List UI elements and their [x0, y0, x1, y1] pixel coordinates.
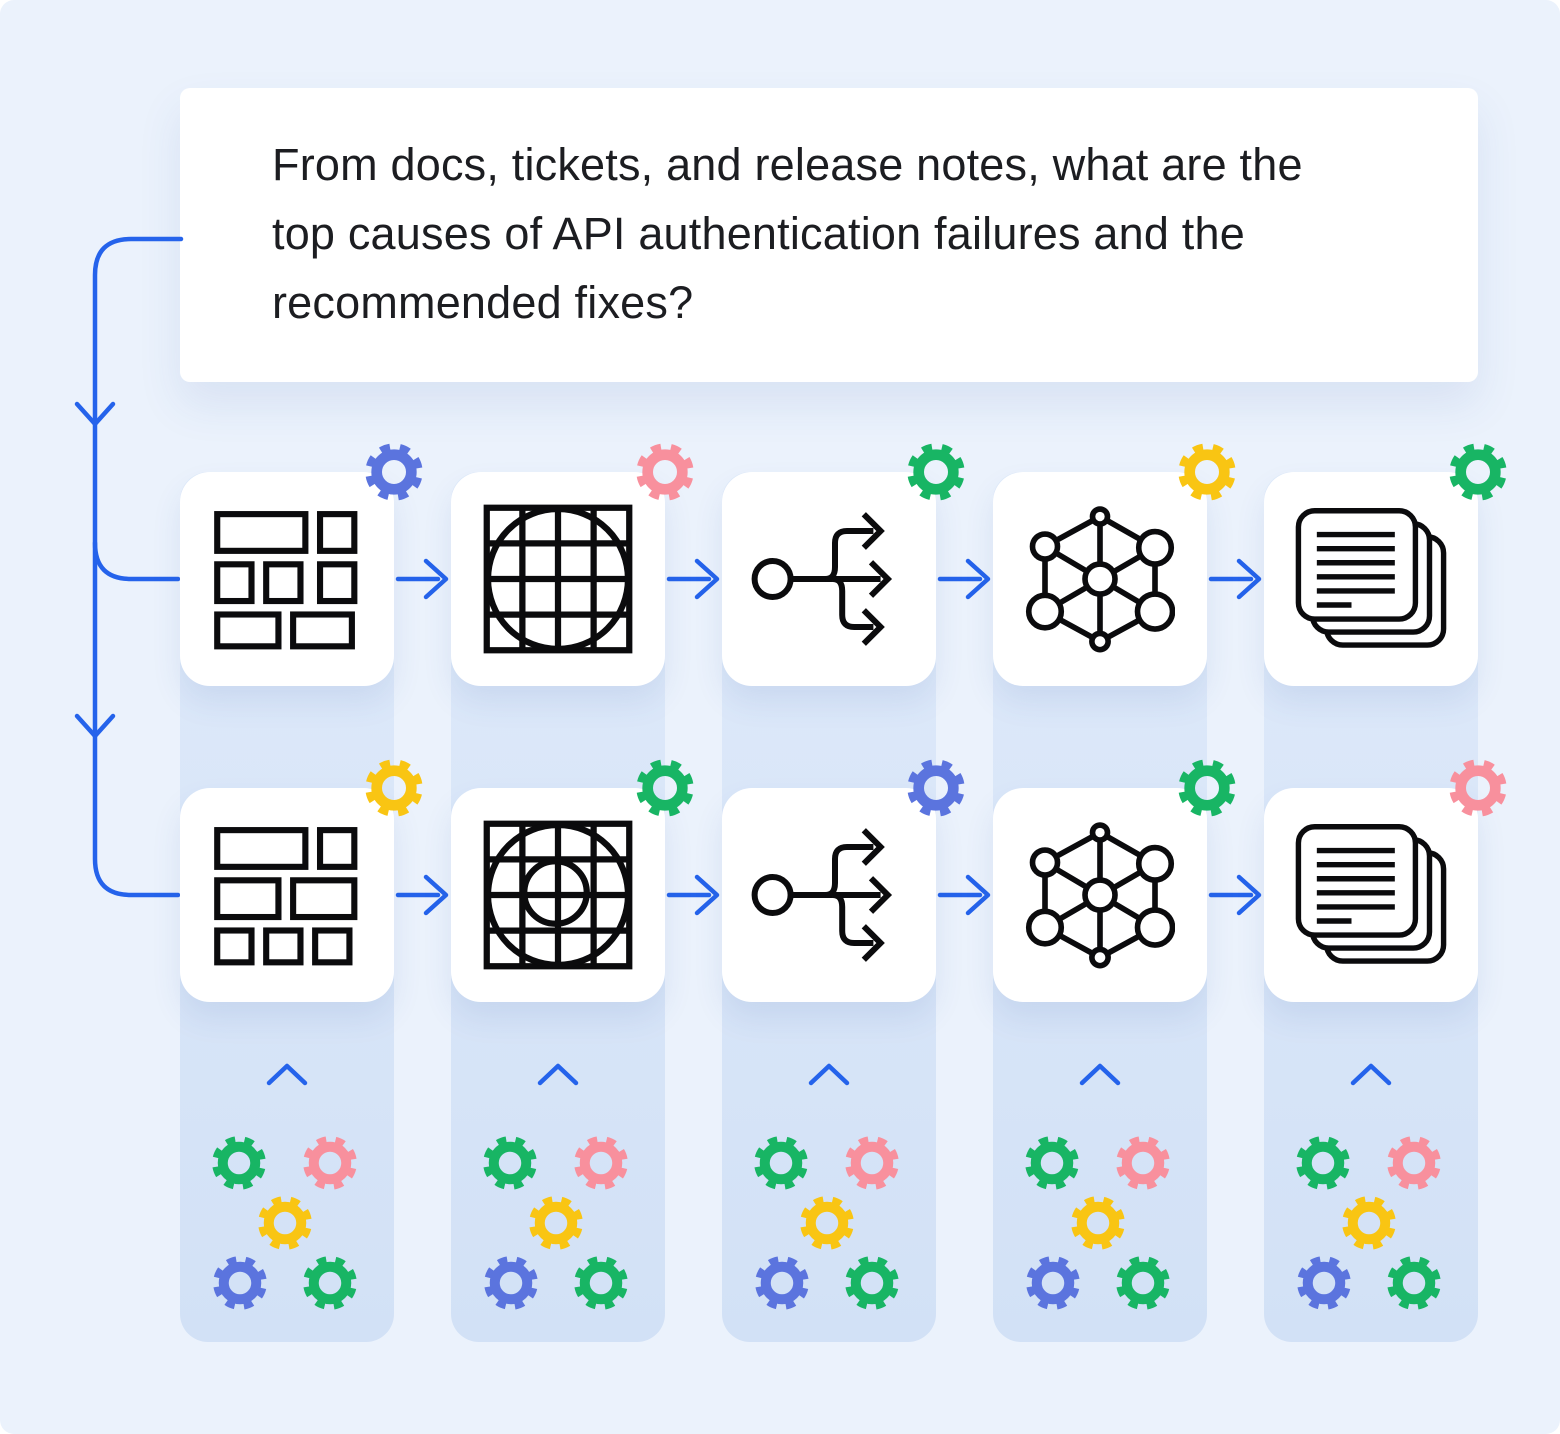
question-text-line: top causes of API authentication failure…: [272, 208, 1245, 259]
down-arrowhead-icon: [74, 713, 116, 739]
gear-icon: [571, 1253, 631, 1313]
grid-circle-icon: [483, 820, 633, 970]
gear-icon: [1113, 1253, 1173, 1313]
stage-card-chunk: [451, 472, 665, 686]
stage-card-documents: [1264, 472, 1478, 686]
gear-icon: [1113, 1133, 1173, 1193]
documents-icon: [1295, 824, 1447, 964]
down-arrowhead-icon: [74, 401, 116, 427]
gear-cluster: [722, 1044, 936, 1304]
flow-arrow-row2: [666, 874, 720, 916]
flow-arrow-row1: [937, 558, 991, 600]
network-icon: [1025, 506, 1175, 653]
stage-card-route: [722, 788, 936, 1002]
stage-card-chunk: [451, 788, 665, 1002]
gear-icon: [1175, 756, 1239, 820]
stage-card-parse: [180, 788, 394, 1002]
gear-icon: [480, 1133, 540, 1193]
gear-icon: [904, 440, 968, 504]
flow-arrow-row1: [395, 558, 449, 600]
gear-icon: [1384, 1133, 1444, 1193]
gear-icon: [842, 1133, 902, 1193]
chevron-up-icon: [266, 1063, 308, 1086]
chevron-up-icon: [1350, 1063, 1392, 1086]
gear-cluster: [1264, 1044, 1478, 1304]
gear-icon: [300, 1253, 360, 1313]
gear-icon: [1384, 1253, 1444, 1313]
connector-question-to-rows: [92, 236, 184, 898]
gear-icon: [571, 1133, 631, 1193]
gear-icon: [1175, 440, 1239, 504]
gear-icon: [300, 1133, 360, 1193]
fan-out-icon: [751, 512, 893, 646]
gear-icon: [1446, 756, 1510, 820]
connector-branch-row1: [92, 540, 181, 582]
gear-icon: [526, 1193, 586, 1253]
gear-cluster: [180, 1044, 394, 1304]
stage-card-documents: [1264, 788, 1478, 1002]
blocks-icon: [214, 827, 358, 966]
network-icon: [1025, 822, 1175, 969]
stage-card-knowledge-graph: [993, 472, 1207, 686]
gear-icon: [633, 756, 697, 820]
gear-icon: [362, 440, 426, 504]
question-text-line: From docs, tickets, and release notes, w…: [272, 139, 1303, 190]
gear-icon: [1022, 1133, 1082, 1193]
gear-icon: [904, 756, 968, 820]
gear-cluster: [451, 1044, 665, 1304]
gear-icon: [1294, 1253, 1354, 1313]
gear-icon: [209, 1133, 269, 1193]
gear-icon: [1446, 440, 1510, 504]
gear-icon: [633, 440, 697, 504]
blocks-icon: [214, 511, 358, 650]
chevron-up-icon: [808, 1063, 850, 1086]
grid-circle-icon: [483, 504, 633, 654]
chevron-up-icon: [1079, 1063, 1121, 1086]
gear-icon: [1023, 1253, 1083, 1313]
flow-arrow-row1: [1208, 558, 1262, 600]
flow-arrow-row1: [666, 558, 720, 600]
flow-arrow-row2: [1208, 874, 1262, 916]
gear-icon: [797, 1193, 857, 1253]
gear-icon: [751, 1133, 811, 1193]
stage-card-route: [722, 472, 936, 686]
documents-icon: [1295, 508, 1447, 648]
question-card: From docs, tickets, and release notes, w…: [180, 88, 1478, 382]
gear-cluster: [993, 1044, 1207, 1304]
gear-icon: [210, 1253, 270, 1313]
gear-icon: [362, 756, 426, 820]
gear-icon: [481, 1253, 541, 1313]
stage-card-parse: [180, 472, 394, 686]
flow-arrow-row2: [937, 874, 991, 916]
flow-arrow-row2: [395, 874, 449, 916]
fan-out-icon: [751, 828, 893, 962]
gear-icon: [255, 1193, 315, 1253]
gear-icon: [842, 1253, 902, 1313]
gear-icon: [1339, 1193, 1399, 1253]
chevron-up-icon: [537, 1063, 579, 1086]
gear-icon: [752, 1253, 812, 1313]
stage-card-knowledge-graph: [993, 788, 1207, 1002]
question-text-line: recommended fixes?: [272, 277, 694, 328]
gear-icon: [1293, 1133, 1353, 1193]
gear-icon: [1068, 1193, 1128, 1253]
